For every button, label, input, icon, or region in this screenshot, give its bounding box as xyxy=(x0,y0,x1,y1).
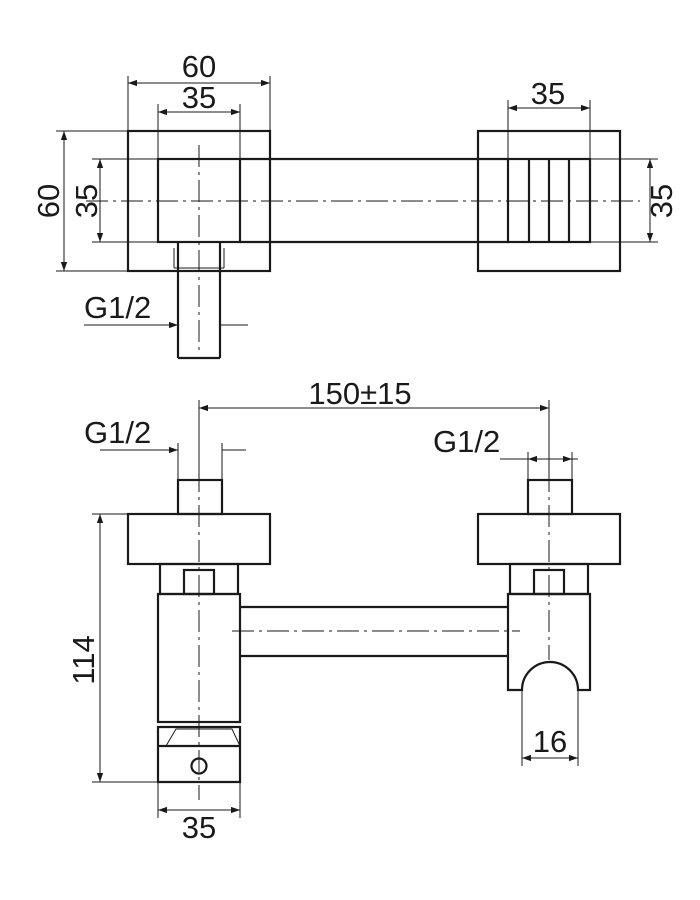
front-right-inlet-nipple xyxy=(526,478,574,516)
front-left-inlet-nipple xyxy=(176,478,224,516)
dim-label-top-right-35: 35 xyxy=(531,76,565,111)
top-view: 60 35 35 60 35 xyxy=(31,49,679,360)
dim-label-left-35: 35 xyxy=(69,184,104,218)
dim-label-hook-16: 16 xyxy=(533,724,567,759)
dim-label-right-35: 35 xyxy=(644,184,679,218)
dim-front-hook-width: 16 xyxy=(521,690,579,766)
front-view-centerlines xyxy=(198,470,550,800)
dim-label-center-distance: 150±15 xyxy=(308,376,411,411)
dim-label-bottom-35: 35 xyxy=(182,810,216,845)
dim-front-center-distance: 150±15 xyxy=(198,376,550,480)
dim-top-inner-width: 35 xyxy=(157,80,241,159)
dim-label-right-thread: G1/2 xyxy=(433,424,500,459)
front-view: 150±15 G1/2 G1/2 114 xyxy=(66,376,622,845)
dim-label-top-35: 35 xyxy=(182,80,216,115)
front-bar xyxy=(240,605,508,658)
dim-front-left-thread: G1/2 xyxy=(84,415,246,480)
dim-label-top-60: 60 xyxy=(182,49,216,84)
top-view-bar xyxy=(240,157,508,244)
dim-front-bottom-width: 35 xyxy=(157,782,241,845)
dim-label-top-thread: G1/2 xyxy=(84,290,151,325)
dim-label-height: 114 xyxy=(66,635,101,684)
front-right-holder xyxy=(506,592,592,692)
dim-label-left-60: 60 xyxy=(31,184,66,218)
dim-label-left-thread: G1/2 xyxy=(84,415,151,450)
dim-top-body-width: 60 xyxy=(127,49,271,131)
dim-top-holder-height: 35 xyxy=(590,158,679,243)
dim-top-inlet-thread: G1/2 xyxy=(84,290,248,330)
dim-front-right-thread: G1/2 xyxy=(433,424,578,480)
dim-front-height: 114 xyxy=(66,513,158,783)
dim-top-inner-height: 35 xyxy=(69,158,158,243)
dim-top-body-height: 60 xyxy=(31,130,128,272)
top-view-centerlines xyxy=(86,145,640,350)
dim-top-holder-width: 35 xyxy=(507,76,591,159)
top-view-inlet-pipe xyxy=(173,242,225,360)
